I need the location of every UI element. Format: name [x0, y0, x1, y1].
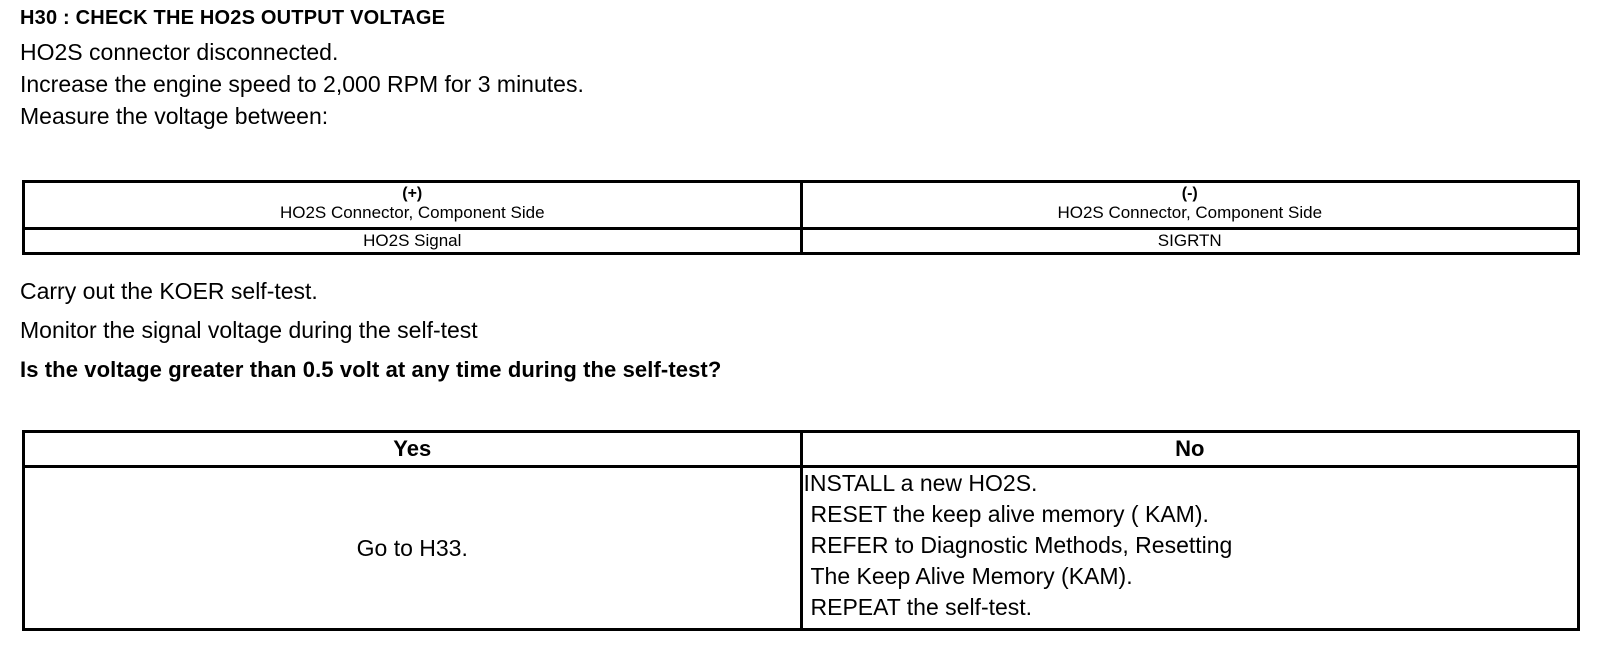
table-row-connector-header: (+) HO2S Connector, Component Side (-) H…	[22, 180, 1580, 230]
intro-line-2: Increase the engine speed to 2,000 RPM f…	[20, 71, 584, 97]
intro-block: H30 : CHECK THE HO2S OUTPUT VOLTAGE HO2S…	[20, 4, 1580, 128]
decision-header-yes: Yes	[22, 430, 803, 468]
decision-action-yes: Go to H33.	[22, 465, 803, 631]
page-title: H30 : CHECK THE HO2S OUTPUT VOLTAGE	[20, 7, 446, 29]
connector-location-positive: HO2S Connector, Component Side	[279, 203, 545, 222]
list-item: INSTALL a new HO2S.	[803, 470, 1038, 496]
table-row-decision-header: Yes No	[22, 430, 1580, 468]
circuit-cell-positive: HO2S Signal	[22, 227, 803, 255]
instruction-line-2: Monitor the signal voltage during the se…	[20, 317, 478, 343]
list-item: REPEAT the self-test.	[810, 594, 1033, 620]
instructions-block: Carry out the KOER self-test. Monitor th…	[20, 272, 1580, 389]
table-row-decision-actions: Go to H33. INSTALL a new HO2S. RESET the…	[22, 465, 1580, 631]
intro-line-1: HO2S connector disconnected.	[20, 39, 339, 65]
table-row-connector-circuits: HO2S Signal SIGRTN	[22, 227, 1580, 255]
list-item: The Keep Alive Memory (KAM).	[810, 563, 1133, 589]
decision-question: Is the voltage greater than 0.5 volt at …	[20, 357, 722, 382]
connector-location-negative: HO2S Connector, Component Side	[1057, 203, 1323, 222]
list-item: RESET the keep alive memory ( KAM).	[810, 501, 1209, 527]
connector-measurement-table: (+) HO2S Connector, Component Side (-) H…	[22, 180, 1580, 255]
circuit-name-negative: SIGRTN	[1157, 231, 1222, 250]
connector-cell-negative: (-) HO2S Connector, Component Side	[799, 180, 1580, 230]
circuit-cell-negative: SIGRTN	[799, 227, 1580, 255]
decision-table: Yes No Go to H33. INSTALL a new HO2S. RE…	[22, 430, 1580, 631]
no-action-list: INSTALL a new HO2S. RESET the keep alive…	[803, 468, 1578, 623]
polarity-positive: (+)	[402, 185, 423, 202]
circuit-name-positive: HO2S Signal	[363, 231, 462, 250]
instruction-line-1: Carry out the KOER self-test.	[20, 278, 318, 304]
connector-cell-positive: (+) HO2S Connector, Component Side	[22, 180, 803, 230]
list-item: REFER to Diagnostic Methods, Resetting	[810, 532, 1233, 558]
decision-header-no: No	[799, 430, 1580, 468]
decision-action-no: INSTALL a new HO2S. RESET the keep alive…	[799, 465, 1580, 631]
polarity-negative: (-)	[1181, 185, 1198, 202]
intro-line-3: Measure the voltage between:	[20, 103, 329, 129]
